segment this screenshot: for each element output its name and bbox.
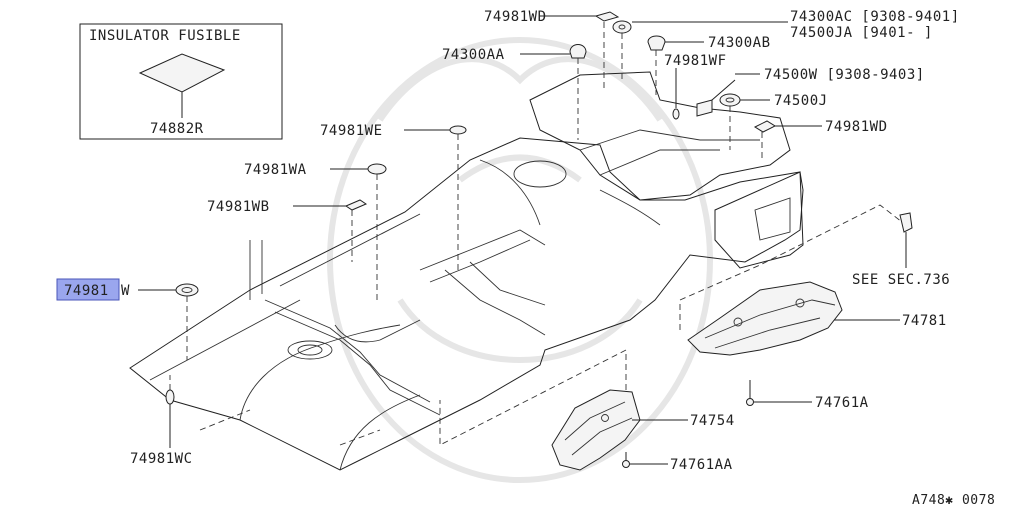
heat-shield-74754 [551, 389, 641, 471]
highlight-74981w[interactable] [56, 278, 120, 301]
label-74761aa: 74761AA [670, 457, 733, 473]
label-74981wd-top: 74981WD [484, 9, 547, 25]
plug-74300ab [647, 35, 666, 51]
label-74981wa: 74981WA [244, 162, 307, 178]
label-74300aa: 74300AA [442, 47, 505, 63]
pad-74981wf [672, 108, 680, 120]
label-74981wc: 74981WC [130, 451, 193, 467]
pad-74981wd-top [594, 11, 620, 22]
grommet-74500w [696, 99, 713, 117]
inset-part-number: 74882R [150, 121, 204, 137]
pad-74981we [449, 125, 467, 135]
label-74981we: 74981WE [320, 123, 383, 139]
reference-code: A748✱ 0078 [912, 493, 995, 508]
hardware [165, 11, 913, 468]
label-74300ab: 74300AB [708, 35, 771, 51]
dashed-guides [169, 22, 903, 446]
bolt-74761a [746, 398, 754, 406]
pad-74981wa [367, 163, 387, 175]
inset-title: INSULATOR FUSIBLE [89, 28, 241, 44]
rear-floor-panel [529, 71, 804, 269]
leader-lines [138, 15, 907, 465]
label-74300ac: 74300AC [9308-9401] [790, 9, 960, 25]
floor-panel [129, 137, 804, 471]
plug-74300ac [612, 20, 632, 34]
callouts: 74981WD 74300AC [9308-9401] 74500JA [940… [56, 9, 995, 508]
label-74500ja: 74500JA [9401- ] [790, 25, 933, 41]
label-74981wb: 74981WB [207, 199, 270, 215]
watermark-emblem [327, 37, 713, 483]
label-74981w-suffix: W [121, 283, 130, 299]
label-74500w: 74500W [9308-9403] [764, 67, 925, 83]
heat-shield-74781 [687, 281, 843, 356]
label-74500j: 74500J [774, 93, 828, 109]
label-74981w-highlighted: 74981 [64, 283, 109, 299]
plug-74500j [719, 93, 741, 107]
plug-74300aa [569, 44, 587, 59]
fusible-insulator-pad [138, 53, 226, 93]
label-74761a: 74761A [815, 395, 869, 411]
pad-74981wb [344, 199, 368, 211]
label-see-section: SEE SEC.736 [852, 272, 950, 288]
label-74754: 74754 [690, 413, 735, 429]
pad-74981wd-right [753, 120, 777, 133]
label-74981wf: 74981WF [664, 53, 727, 69]
pad-74981wc [165, 389, 175, 405]
label-74981wd-right: 74981WD [825, 119, 888, 135]
plug-74981w [175, 283, 199, 297]
bolt-74761aa [622, 460, 630, 468]
inset-box: INSULATOR FUSIBLE 74882R [79, 23, 283, 140]
label-74781: 74781 [902, 313, 947, 329]
clip-sec736 [899, 212, 913, 233]
